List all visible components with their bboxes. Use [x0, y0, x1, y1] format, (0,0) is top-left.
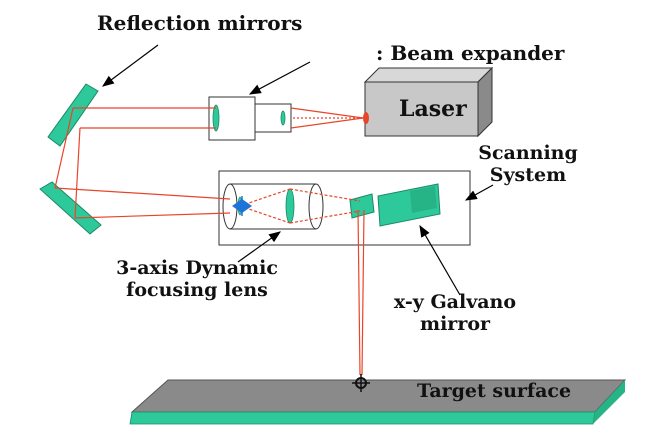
laser-beam-path — [54, 107, 365, 376]
scanning-system-label-line1: Scanning — [478, 142, 578, 164]
scanning-system-label: Scanning System — [472, 142, 584, 187]
target-spot — [352, 374, 370, 392]
galvano-mirror-x — [349, 193, 375, 219]
arrow-beam-expander — [248, 61, 311, 95]
focusing-lens-label-line1: 3-axis Dynamic — [116, 257, 278, 279]
beam-expander — [208, 96, 292, 141]
laser-box — [363, 66, 494, 138]
focusing-lens-label: 3-axis Dynamic focusing lens — [92, 257, 302, 302]
beam-expander-label: : Beam expander — [376, 41, 565, 65]
arrow-focusing-lens — [237, 231, 281, 263]
focusing-lens-label-line2: focusing lens — [126, 278, 268, 301]
target-surface-plate — [129, 379, 627, 425]
target-surface-label: Target surface — [417, 380, 572, 402]
expander-lens-small — [280, 110, 286, 126]
arrow-galvano-mirror — [419, 224, 461, 296]
laser-top-face — [363, 67, 494, 83]
reflection-mirrors-label: Reflection mirrors — [97, 11, 303, 35]
arrow-reflection-mirrors — [102, 44, 159, 87]
galvano-mirror-label-line2: mirror — [419, 312, 491, 335]
annotation-arrows — [102, 44, 494, 296]
arrow-scanning-system — [464, 184, 494, 201]
reflection-mirror-bottom — [39, 181, 102, 235]
scanning-system-label-line2: System — [489, 163, 567, 186]
focus-point-marker — [232, 196, 252, 216]
laser-label: Laser — [399, 96, 467, 122]
galvano-mirror-label-line1: x-y Galvano — [393, 291, 517, 313]
laser-front-face — [364, 81, 479, 137]
focus-lens-large — [285, 188, 295, 224]
expander-lens-large — [212, 104, 220, 132]
galvano-mirror-label: x-y Galvano mirror — [385, 291, 525, 336]
laser-aperture — [363, 112, 369, 124]
reflection-mirror-top — [47, 83, 99, 147]
scanning-system-frame — [218, 170, 471, 246]
